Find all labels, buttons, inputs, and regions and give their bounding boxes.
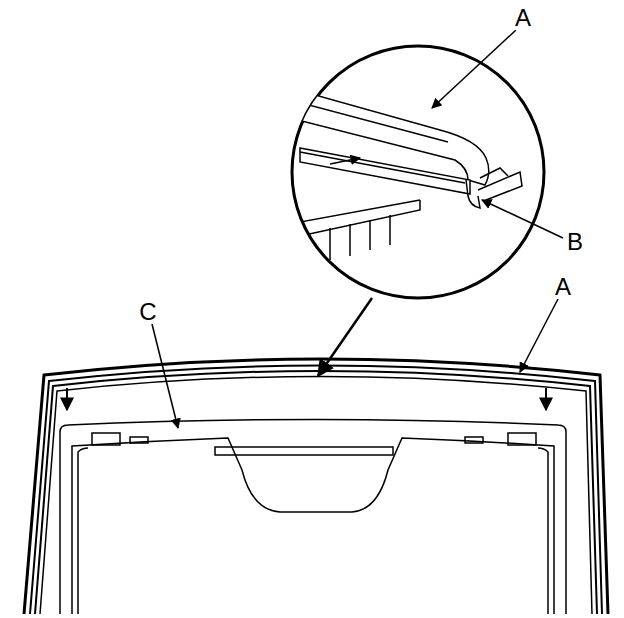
ceramic-band: [60, 420, 566, 615]
detail-inset: [290, 46, 544, 300]
part-letter: A: [553, 275, 573, 299]
leader-lines: [152, 30, 563, 428]
windshield-glass: [24, 359, 608, 614]
part-letter: C: [137, 300, 158, 324]
part-letter: B: [565, 230, 585, 254]
part-letter: A: [513, 6, 533, 30]
install-arrows: [67, 298, 546, 410]
